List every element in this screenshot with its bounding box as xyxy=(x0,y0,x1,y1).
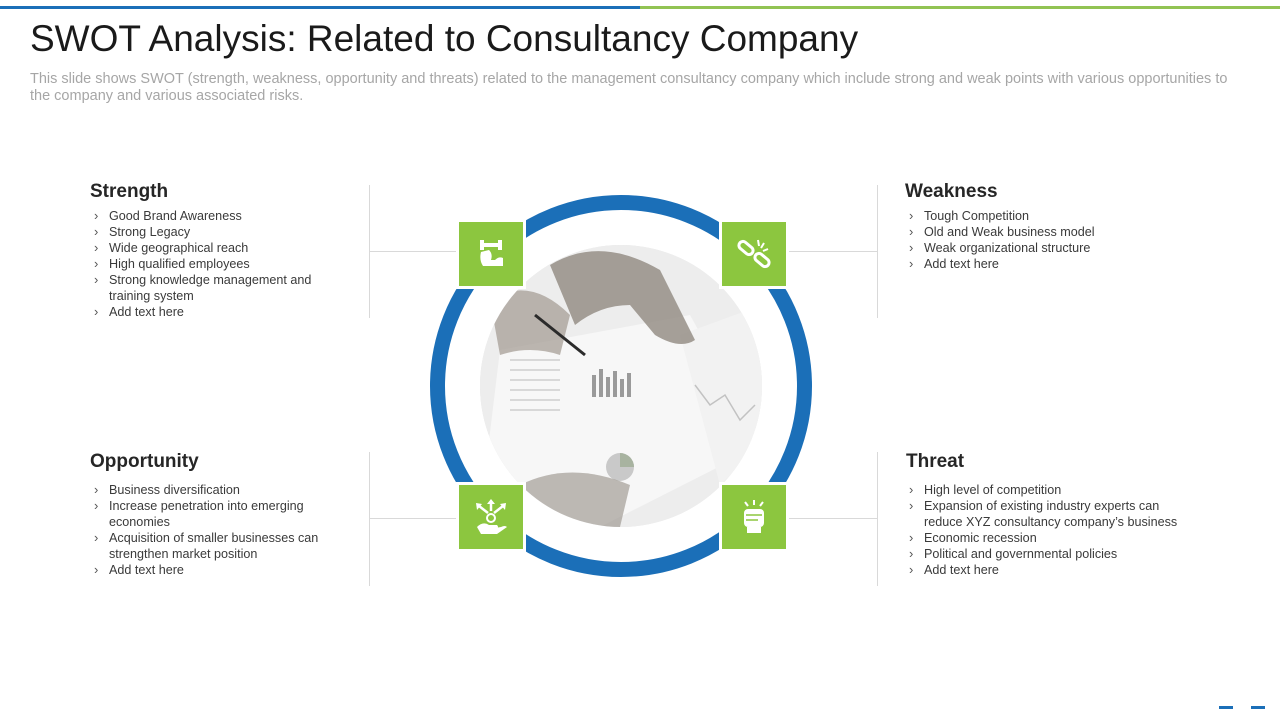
list-item: Good Brand Awareness xyxy=(90,208,335,224)
weakness-connector xyxy=(783,251,877,252)
strength-list: Good Brand Awareness Strong Legacy Wide … xyxy=(90,208,335,320)
list-item: High qualified employees xyxy=(90,256,335,272)
opportunity-list: Business diversification Increase penetr… xyxy=(90,482,342,578)
threat-title: Threat xyxy=(906,451,965,472)
opportunity-connector xyxy=(370,518,462,519)
broken-chain-icon xyxy=(722,222,786,286)
list-item: Business diversification xyxy=(90,482,342,498)
list-item: Old and Weak business model xyxy=(905,224,1195,240)
broken-chain-icon-graphic xyxy=(737,239,771,269)
fist-threat-icon xyxy=(722,485,786,549)
list-item: Increase penetration into emerging econo… xyxy=(90,498,342,530)
hand-arrows-opportunity-icon-graphic xyxy=(476,499,507,534)
list-item: Economic recession xyxy=(905,530,1185,546)
footer-mark xyxy=(1219,706,1233,709)
weakness-divider xyxy=(877,185,878,318)
list-item: Weak organizational structure xyxy=(905,240,1195,256)
list-item: Add text here xyxy=(905,256,1195,272)
list-item: Tough Competition xyxy=(905,208,1195,224)
threat-connector xyxy=(783,518,877,519)
strength-arm-dumbbell-icon xyxy=(459,222,523,286)
fist-threat-icon-graphic xyxy=(744,500,764,533)
list-item: Acquisition of smaller businesses can st… xyxy=(90,530,342,562)
slide-title: SWOT Analysis: Related to Consultancy Co… xyxy=(30,18,859,59)
weakness-list: Tough Competition Old and Weak business … xyxy=(905,208,1195,272)
hand-arrows-opportunity-icon xyxy=(459,485,523,549)
top-accent-bar-green xyxy=(640,6,1280,9)
photo-illustration xyxy=(480,245,762,527)
slide-subtitle: This slide shows SWOT (strength, weaknes… xyxy=(30,71,1228,104)
list-item: Wide geographical reach xyxy=(90,240,335,256)
strength-connector xyxy=(370,251,462,252)
list-item: Add text here xyxy=(90,562,342,578)
list-item: Political and governmental policies xyxy=(905,546,1185,562)
strength-title: Strength xyxy=(90,181,169,202)
weakness-title: Weakness xyxy=(905,181,998,202)
top-accent-bar-blue xyxy=(0,6,640,9)
list-item: High level of competition xyxy=(905,482,1185,498)
opportunity-title: Opportunity xyxy=(90,451,199,472)
list-item: Add text here xyxy=(905,562,1185,578)
list-item: Add text here xyxy=(90,304,335,320)
list-item: Strong Legacy xyxy=(90,224,335,240)
footer-mark xyxy=(1251,706,1265,709)
strength-divider xyxy=(369,185,370,318)
threat-divider xyxy=(877,452,878,586)
list-item: Strong knowledge management and training… xyxy=(90,272,335,304)
opportunity-divider xyxy=(369,452,370,586)
business-meeting-photo xyxy=(480,245,762,527)
threat-list: High level of competition Expansion of e… xyxy=(905,482,1185,578)
list-item: Expansion of existing industry experts c… xyxy=(905,498,1185,530)
strength-arm-dumbbell-icon-graphic xyxy=(480,240,503,266)
